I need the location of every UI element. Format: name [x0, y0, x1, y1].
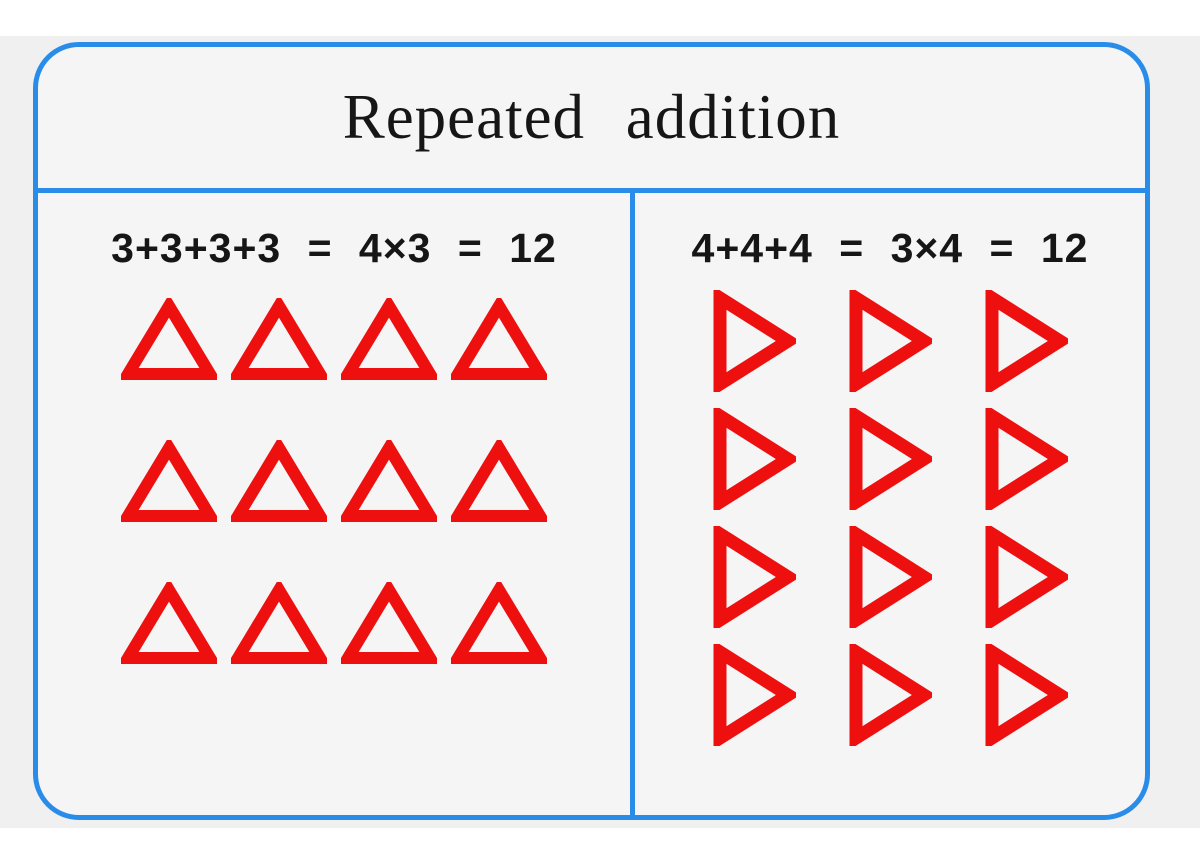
triangle-grid-right	[712, 290, 1068, 746]
up-triangle-icon	[121, 440, 217, 522]
equation-right: 4+4+4 = 3×4 = 12	[691, 225, 1089, 271]
repeated-addition-card: Repeated addition 3+3+3+3 = 4×3 = 12 4+4…	[33, 42, 1150, 820]
triangle-grid-left	[121, 298, 547, 666]
up-triangle-icon	[231, 582, 327, 664]
right-triangle-icon	[985, 290, 1068, 392]
up-triangle-icon	[451, 298, 547, 380]
up-triangle-icon	[121, 298, 217, 380]
up-triangle-icon	[341, 440, 437, 522]
panel-four-groups-of-three: 3+3+3+3 = 4×3 = 12	[38, 193, 635, 815]
right-triangle-icon	[713, 526, 796, 628]
right-triangle-icon	[713, 290, 796, 392]
right-triangle-icon	[713, 644, 796, 746]
card-header: Repeated addition	[38, 47, 1145, 193]
up-triangle-icon	[121, 582, 217, 664]
up-triangle-icon	[451, 582, 547, 664]
up-triangle-icon	[451, 440, 547, 522]
right-triangle-icon	[985, 644, 1068, 746]
right-triangle-icon	[849, 644, 932, 746]
right-triangle-icon	[849, 526, 932, 628]
card-body: 3+3+3+3 = 4×3 = 12 4+4+4 = 3×4 = 12	[38, 193, 1145, 815]
right-triangle-icon	[713, 408, 796, 510]
up-triangle-icon	[231, 298, 327, 380]
right-triangle-icon	[849, 408, 932, 510]
page-title: Repeated addition	[342, 82, 841, 152]
up-triangle-icon	[341, 298, 437, 380]
right-triangle-icon	[849, 290, 932, 392]
up-triangle-icon	[231, 440, 327, 522]
panel-three-groups-of-four: 4+4+4 = 3×4 = 12	[635, 193, 1145, 815]
equation-left: 3+3+3+3 = 4×3 = 12	[111, 225, 557, 271]
right-triangle-icon	[985, 526, 1068, 628]
up-triangle-icon	[341, 582, 437, 664]
right-triangle-icon	[985, 408, 1068, 510]
